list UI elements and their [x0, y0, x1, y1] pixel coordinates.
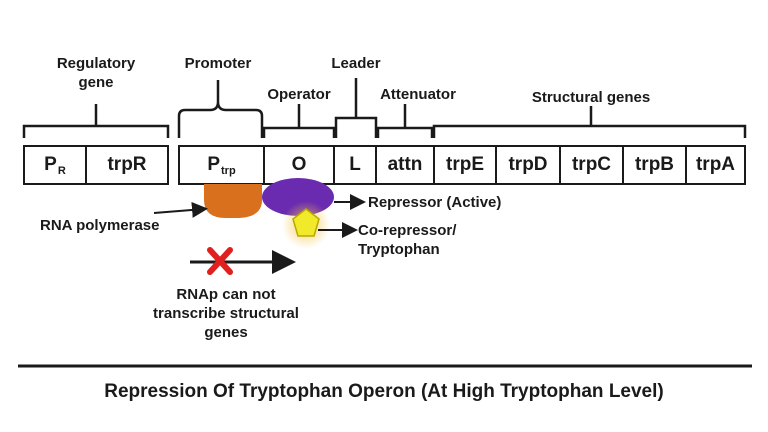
segment-attn: attn — [387, 154, 423, 175]
operator-label: Operator — [267, 86, 331, 103]
rna-polymerase-shape — [204, 184, 262, 218]
bracket-attenuator — [376, 104, 434, 138]
rna-polymerase-pointer — [153, 201, 208, 218]
segment-ptrp-main: P — [207, 154, 220, 175]
segment-operator: O — [291, 154, 307, 175]
corepressor-label-line1: Co-repressor/ — [358, 222, 457, 239]
promoter-label: Promoter — [184, 55, 252, 72]
blocked-note-line3: genes — [204, 324, 248, 341]
regulatory-gene-label: Regulatory gene — [57, 54, 135, 92]
corepressor-label: Co-repressor/ Tryptophan — [358, 221, 456, 259]
structural-genes-label: Structural genes — [531, 89, 651, 106]
attenuator-label: Attenuator — [380, 86, 456, 103]
blocked-note-line2: transcribe structural — [153, 305, 299, 322]
segment-trpB: trpB — [634, 154, 675, 175]
bracket-promoter — [177, 80, 264, 138]
leader-label: Leader — [331, 55, 381, 72]
regulatory-gene-label-line2: gene — [78, 74, 114, 91]
blocked-cross-icon — [207, 247, 233, 275]
segment-pr-sub: R — [57, 165, 66, 177]
segment-ptrp-sub: trp — [221, 165, 236, 177]
figure-caption: Repression Of Tryptophan Operon (At High… — [104, 381, 664, 402]
segment-leader: L — [349, 154, 361, 175]
blocked-transcription-note: RNAp can not transcribe structural genes — [153, 285, 299, 342]
segment-trpA: trpA — [695, 154, 736, 175]
blocked-note-line1: RNAp can not — [176, 286, 276, 303]
corepressor-label-line2: Tryptophan — [358, 241, 440, 258]
segment-pr-main: P — [44, 154, 57, 175]
segment-trpR: trpR — [107, 154, 147, 175]
segment-trpE: trpE — [446, 154, 484, 175]
segment-trpD: trpD — [508, 154, 548, 175]
regulatory-gene-label-line1: Regulatory — [56, 55, 136, 72]
bracket-operator — [262, 104, 336, 138]
dna-segments — [23, 145, 746, 185]
corepressor-shape — [292, 208, 320, 237]
rna-polymerase-label: RNA polymerase — [40, 217, 160, 234]
bracket-structural-genes — [432, 106, 747, 138]
bracket-leader — [334, 78, 378, 138]
segment-trpC: trpC — [571, 154, 612, 175]
bracket-regulatory-gene — [22, 104, 170, 138]
repressor-label: Repressor (Active) — [368, 194, 502, 211]
